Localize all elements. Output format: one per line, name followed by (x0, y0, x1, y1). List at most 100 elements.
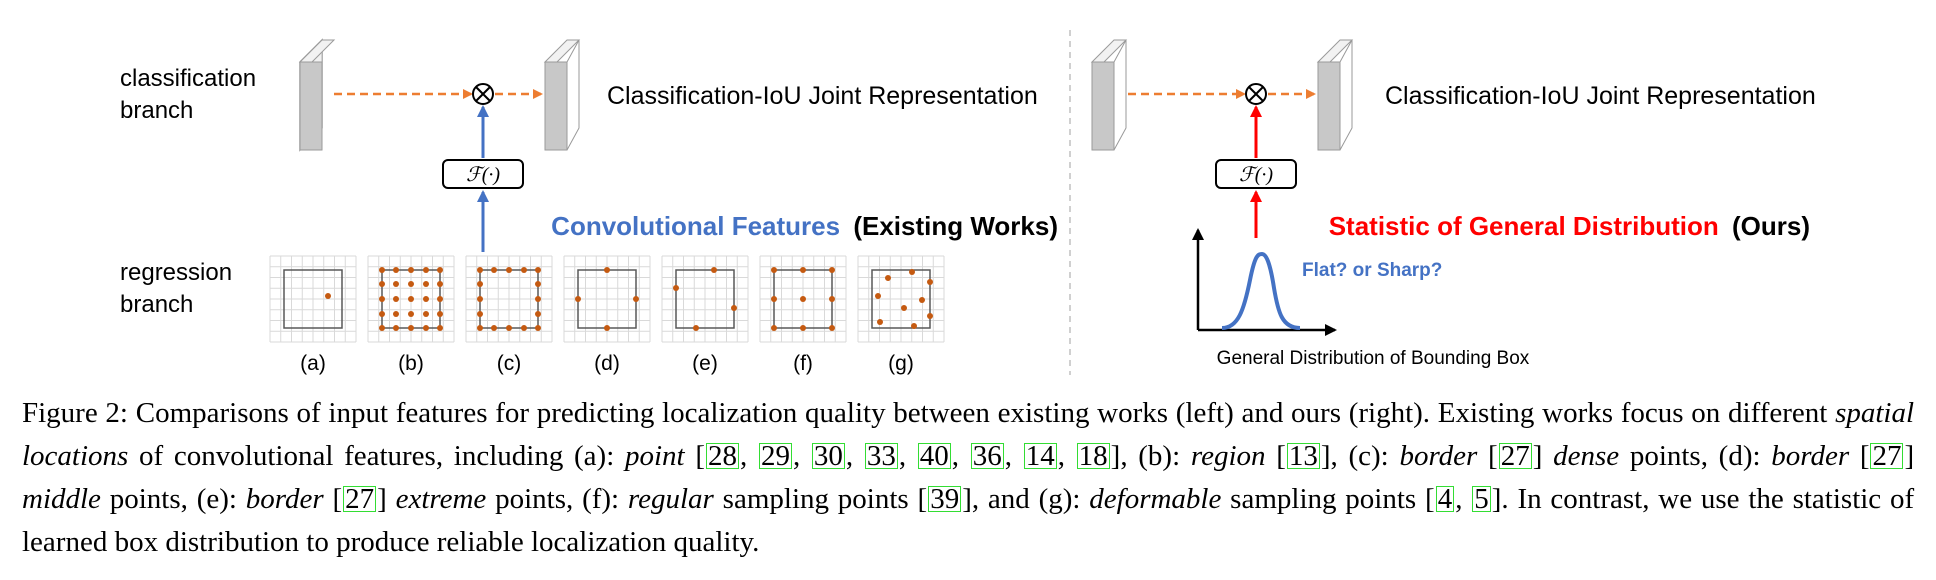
sampling-point (506, 325, 512, 331)
sampling-point (535, 325, 541, 331)
panel-label: (g) (888, 352, 914, 375)
citation-link[interactable]: 28 (705, 440, 739, 472)
caption-text: , and (g): (971, 483, 1081, 515)
caption-italic: point (624, 440, 685, 472)
caption-text: , (c): (1330, 440, 1389, 472)
sampling-point (379, 267, 385, 273)
joint-representation-label-right: Classification-IoU Joint Representation (1385, 82, 1816, 110)
sampling-panel-d: (d) (563, 255, 651, 375)
sampling-point (393, 311, 399, 317)
joint-representation-label-left: Classification-IoU Joint Representation (607, 82, 1038, 110)
sampling-point (506, 267, 512, 273)
sampling-panel-b: (b) (367, 255, 455, 375)
citation-link[interactable]: 39 (928, 483, 962, 515)
sampling-point (408, 325, 414, 331)
citation-link[interactable]: 40 (917, 440, 951, 472)
sampling-panel-f: (f) (759, 255, 847, 375)
sampling-point (423, 281, 429, 287)
panel-label: (c) (497, 352, 522, 375)
sampling-point (437, 281, 443, 287)
multiply-icon-right (1245, 83, 1267, 105)
citation-link[interactable]: 27 (1870, 440, 1904, 472)
sampling-point (379, 311, 385, 317)
sampling-point (423, 296, 429, 302)
panel-label: (b) (398, 352, 424, 375)
sampling-point (711, 267, 717, 273)
regression-branch-label: regression branch (120, 259, 239, 318)
caption-text: Comparisons of input features for predic… (135, 397, 1828, 429)
citation-link[interactable]: 36 (970, 440, 1004, 472)
sampling-point (633, 296, 639, 302)
sampling-point (408, 267, 414, 273)
sampling-point (437, 267, 443, 273)
sampling-point (771, 267, 777, 273)
citation-link[interactable]: 4 (1435, 483, 1455, 515)
caption-italic: border (245, 483, 324, 515)
sampling-point (408, 281, 414, 287)
citation-link[interactable]: 27 (1498, 440, 1532, 472)
sampling-point (437, 311, 443, 317)
function-label-right: ℱ(·) (1239, 164, 1273, 186)
sampling-point (673, 285, 679, 291)
sampling-point (408, 311, 414, 317)
bounding-box (675, 269, 735, 329)
sampling-point (393, 296, 399, 302)
sampling-point (800, 267, 806, 273)
sampling-point (379, 325, 385, 331)
feature-map-plate-left-input (298, 38, 336, 152)
citation-link[interactable]: 27 (343, 483, 377, 515)
sampling-point (800, 296, 806, 302)
sampling-panels: (a) (b) (c) (d) (e) (f) (g) (269, 255, 945, 375)
citation-link[interactable]: 33 (864, 440, 898, 472)
sampling-point (477, 281, 483, 287)
sampling-point (521, 267, 527, 273)
sampling-point (477, 296, 483, 302)
function-box-right (1215, 159, 1297, 189)
sampling-point (877, 319, 883, 325)
distribution-axis-label: General Distribution of Bounding Box (1217, 348, 1530, 369)
caption-text: , (b): (1120, 440, 1181, 472)
caption-italic: region (1190, 440, 1266, 472)
left-title: Convolutional Features (Existing Works) (551, 211, 1058, 241)
sampling-point (408, 296, 414, 302)
citation-group-b: [13] (1276, 440, 1331, 472)
sampling-panel-c: (c) (465, 255, 553, 375)
sampling-point (393, 325, 399, 331)
sampling-point (521, 325, 527, 331)
sampling-point (927, 279, 933, 285)
citation-group-f: [39] (917, 483, 972, 515)
caption-label: Figure 2: (22, 397, 128, 429)
sampling-point (829, 325, 835, 331)
panel-label: (e) (692, 352, 718, 375)
sampling-point (771, 325, 777, 331)
citation-group-c: [27] (1488, 440, 1543, 472)
sampling-point (477, 325, 483, 331)
panel-label: (a) (300, 352, 326, 375)
sampling-panel-e: (e) (661, 255, 749, 375)
sampling-point (875, 293, 881, 299)
citation-link[interactable]: 5 (1472, 483, 1491, 515)
caption-italic: dense (1553, 440, 1620, 472)
citation-link[interactable]: 18 (1076, 440, 1110, 472)
bounding-box (283, 269, 343, 329)
citation-group-e: [27] (332, 483, 387, 515)
caption-italic: border (1399, 440, 1478, 472)
sampling-point (379, 281, 385, 287)
caption-italic: middle (22, 483, 101, 515)
citation-link[interactable]: 30 (811, 440, 845, 472)
function-label-left: ℱ(·) (466, 164, 500, 186)
sampling-point (491, 325, 497, 331)
sampling-point (911, 323, 917, 329)
citation-link[interactable]: 14 (1023, 440, 1057, 472)
citation-group-g: [4, 5] (1425, 483, 1502, 515)
caption-text: points, (e): (109, 483, 237, 515)
citation-group-a: [28, 29, 30, 33, 40, 36, 14, 18] (695, 440, 1121, 472)
sampling-point (901, 305, 907, 311)
sampling-point (771, 296, 777, 302)
caption-text: sampling points (1230, 483, 1417, 515)
sampling-point (423, 311, 429, 317)
citation-link[interactable]: 29 (758, 440, 792, 472)
sampling-point (604, 325, 610, 331)
sampling-point (829, 267, 835, 273)
citation-link[interactable]: 13 (1286, 440, 1320, 472)
